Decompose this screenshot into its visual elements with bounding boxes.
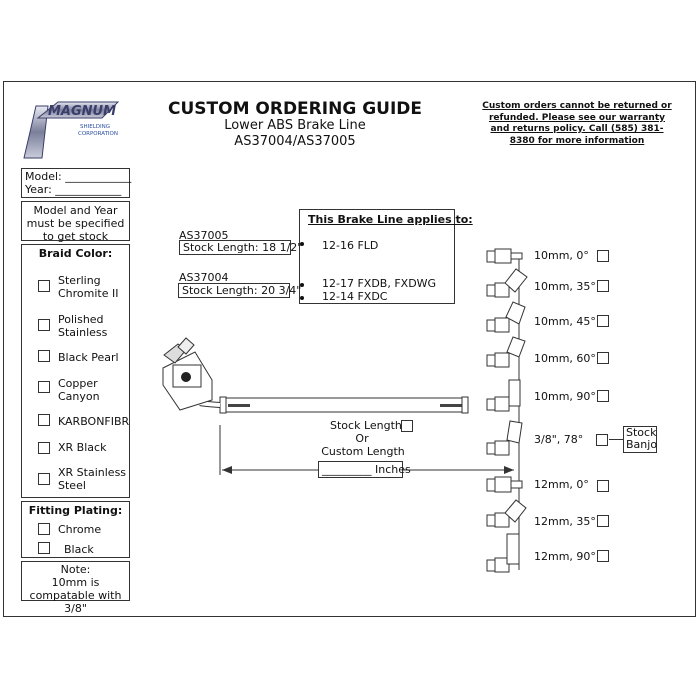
fitting-label: 10mm, 35° xyxy=(534,280,596,293)
braid-checkbox-4[interactable] xyxy=(38,381,50,393)
logo-sub-text-2: CORPORATION xyxy=(78,131,118,137)
stock-length-as37005: Stock Length: 18 1/2" xyxy=(179,240,302,255)
fitting-checkbox-10mm-60[interactable] xyxy=(597,352,609,364)
note-text: 10mm is compatable with 3/8" xyxy=(29,576,122,615)
bullet-dot xyxy=(300,242,304,246)
fitting-10mm-0-icon xyxy=(486,248,523,264)
fitting-label: 10mm, 45° xyxy=(534,315,596,328)
applies-to-box: This Brake Line applies to: 12-16 FLD 12… xyxy=(299,209,473,304)
dimension-arrow-left xyxy=(222,466,232,474)
braid-option-label: Sterling Chromite II xyxy=(58,274,119,300)
model-field[interactable]: Model: ____________ xyxy=(25,170,132,183)
fitting-checkbox-3-8-78[interactable] xyxy=(596,434,608,446)
braid-option-label: Polished Stainless xyxy=(58,313,108,339)
fitting-checkbox-10mm-35[interactable] xyxy=(597,280,609,292)
compatibility-note: Note: 10mm is compatable with 3/8" xyxy=(21,561,130,615)
applies-to-item: 12-17 FXDB, FXDWG xyxy=(322,277,437,290)
fitting-label: 10mm, 0° xyxy=(534,249,589,262)
brake-line-illustration xyxy=(162,337,469,414)
fitting-checkbox-12mm-35[interactable] xyxy=(597,515,609,527)
plating-checkbox-black[interactable] xyxy=(38,542,50,554)
fitting-label: 3/8", 78° xyxy=(534,433,584,446)
braid-checkbox-3[interactable] xyxy=(38,350,50,362)
braid-checkbox-6[interactable] xyxy=(38,442,50,454)
bullet-dot xyxy=(300,283,304,287)
applies-to-item: 12-16 FLD xyxy=(322,239,379,252)
stock-length-label: Stock Length xyxy=(330,419,402,432)
company-logo: MAGNUM SHIELDING CORPORATION xyxy=(18,98,128,160)
page-subtitle: Lower ABS Brake Line xyxy=(224,118,366,133)
fitting-checkbox-12mm-90[interactable] xyxy=(597,550,609,562)
fitting-checkbox-12mm-0[interactable] xyxy=(597,480,609,492)
dimension-arrow-right xyxy=(504,466,514,474)
braid-color-title: Braid Color: xyxy=(38,247,113,260)
applies-to-item: 12-14 FXDC xyxy=(322,290,388,303)
braid-checkbox-1[interactable] xyxy=(38,280,50,292)
fitting-checkbox-10mm-45[interactable] xyxy=(597,315,609,327)
braid-color-box: Braid Color: Sterling Chromite II Polish… xyxy=(21,244,130,498)
custom-length-input[interactable]: _________ Inches xyxy=(318,461,411,478)
plating-option-label: Chrome xyxy=(58,523,102,536)
fitting-3-8-78-icon xyxy=(486,420,523,456)
stock-banjo-label: Stock Banjo xyxy=(623,426,657,453)
fitting-plating-title: Fitting Plating: xyxy=(28,504,123,517)
fitting-checkbox-10mm-0[interactable] xyxy=(597,250,609,262)
custom-length-label: Custom Length xyxy=(321,445,405,458)
braid-option-label: Black Pearl xyxy=(58,351,119,364)
stock-length-as37004: Stock Length: 20 3/4" xyxy=(178,283,301,298)
fitting-12mm-35-icon xyxy=(486,499,527,528)
guide-page xyxy=(3,81,696,617)
stock-banjo-line1: Stock xyxy=(626,426,657,439)
year-field[interactable]: Year: ____________ xyxy=(25,183,122,196)
fitting-label: 12mm, 35° xyxy=(534,515,596,528)
fitting-label: 10mm, 60° xyxy=(534,352,596,365)
fitting-label: 10mm, 90° xyxy=(534,390,596,403)
page-title: CUSTOM ORDERING GUIDE xyxy=(168,99,422,119)
vehicle-info-box: Model: ____________ Year: ____________ xyxy=(21,168,132,198)
stock-length-note: Model and Year must be specified to get … xyxy=(21,201,130,256)
stock-length-checkbox[interactable] xyxy=(401,420,413,432)
fitting-10mm-60-icon xyxy=(486,336,526,368)
fitting-10mm-90-icon xyxy=(486,379,521,412)
applies-to-title: This Brake Line applies to: xyxy=(308,213,473,226)
bullet-dot xyxy=(300,296,304,300)
fitting-10mm-35-icon xyxy=(486,268,528,298)
part-number-as37005: AS37005 xyxy=(179,229,229,242)
braid-checkbox-7[interactable] xyxy=(38,473,50,485)
braid-option-label: XR Stainless Steel xyxy=(58,466,127,492)
fitting-icons xyxy=(486,248,528,573)
stock-banjo-line2: Banjo xyxy=(626,438,658,451)
braid-checkbox-5[interactable] xyxy=(38,414,50,426)
plating-option-label: Black xyxy=(64,543,94,556)
fitting-label: 12mm, 90° xyxy=(534,550,596,563)
fitting-plating-box: Fitting Plating: Chrome Black xyxy=(21,501,130,558)
fitting-label: 12mm, 0° xyxy=(534,478,589,491)
note-title: Note: xyxy=(60,563,91,576)
or-label: Or xyxy=(355,432,369,445)
braid-option-label: KARBONFIBR xyxy=(58,415,130,428)
braid-option-label: XR Black xyxy=(58,441,107,454)
logo-sub-text: SHIELDING xyxy=(80,124,110,130)
part-numbers-heading: AS37004/AS37005 xyxy=(234,134,356,149)
plating-checkbox-chrome[interactable] xyxy=(38,523,50,535)
braid-checkbox-2[interactable] xyxy=(38,319,50,331)
logo-brand-text: MAGNUM xyxy=(48,104,116,119)
fitting-12mm-0-icon xyxy=(486,476,523,493)
fitting-checkbox-10mm-90[interactable] xyxy=(597,390,609,402)
braid-option-label: Copper Canyon xyxy=(58,377,100,403)
fitting-12mm-90-icon xyxy=(486,533,520,573)
fitting-10mm-45-icon xyxy=(486,301,526,333)
part-number-as37004: AS37004 xyxy=(179,271,229,284)
returns-notice: Custom orders cannot be returned or refu… xyxy=(482,101,672,146)
stock-banjo-connector xyxy=(609,439,623,440)
